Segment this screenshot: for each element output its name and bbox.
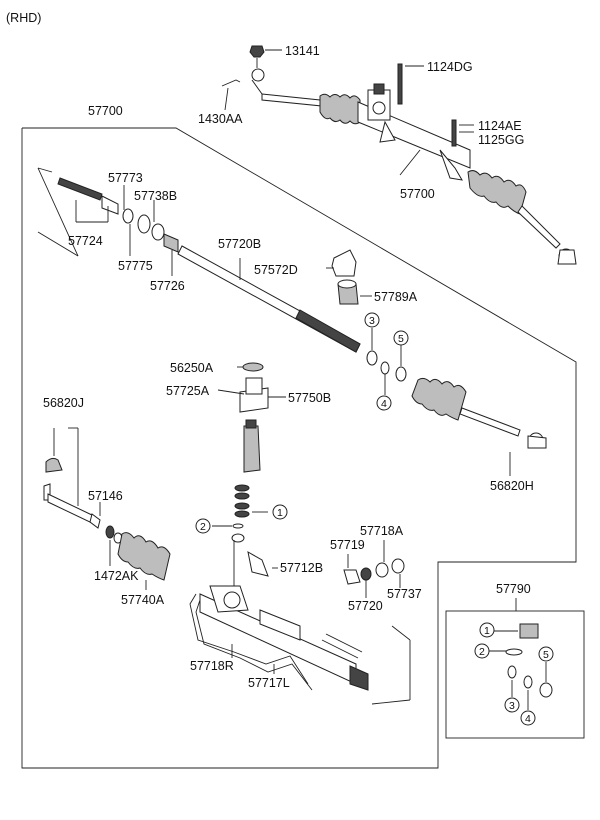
label-57726: 57726 [150, 279, 185, 293]
part-labels: (RHD) 13141 1124DG 1430AA 1124AE 1125GG … [6, 11, 534, 690]
rings-upper [366, 328, 407, 395]
label-57750B: 57750B [288, 391, 331, 405]
label-57725A: 57725A [166, 384, 210, 398]
callout-circles [195, 312, 409, 534]
kit-callout-5: 5 [543, 649, 549, 661]
label-13141: 13141 [285, 44, 320, 58]
label-57718A: 57718A [360, 524, 404, 538]
right-side-parts [343, 540, 405, 598]
right-boot-and-tie-rod [411, 377, 547, 476]
label-57720B: 57720B [218, 237, 261, 251]
callout-1: 1 [277, 507, 283, 519]
label-57572D: 57572D [254, 263, 298, 277]
callout-4: 4 [381, 398, 387, 410]
gear-housing [189, 540, 411, 705]
kit-box [445, 610, 585, 739]
callout-numbers: 3 4 5 1 2 [200, 315, 404, 533]
label-56250A: 56250A [170, 361, 214, 375]
rack-bar [177, 245, 361, 353]
label-57700-box: 57700 [88, 104, 123, 118]
label-57790: 57790 [496, 582, 531, 596]
label-57737: 57737 [387, 587, 422, 601]
label-1430AA: 1430AA [198, 112, 243, 126]
label-56820J: 56820J [43, 396, 84, 410]
label-57724: 57724 [68, 234, 103, 248]
callout-3: 3 [369, 315, 375, 327]
label-57775: 57775 [118, 259, 153, 273]
callout-5: 5 [398, 333, 404, 345]
label-57789A: 57789A [374, 290, 418, 304]
label-57146: 57146 [88, 489, 123, 503]
label-57718R: 57718R [190, 659, 234, 673]
label-56820H: 56820H [490, 479, 534, 493]
label-57738B: 57738B [134, 189, 177, 203]
label-57773: 57773 [108, 171, 143, 185]
pinion-parts [212, 362, 286, 543]
assembly-frame [21, 127, 577, 769]
kit-callout-numbers: 1 2 3 4 5 [479, 625, 549, 725]
variant-label: (RHD) [6, 11, 41, 25]
label-1472AK: 1472AK [94, 569, 139, 583]
left-tie-rod-parts [43, 427, 171, 590]
label-57720: 57720 [348, 599, 383, 613]
kit-callout-1: 1 [484, 625, 490, 637]
kit-callout-3: 3 [509, 700, 515, 712]
label-57712B: 57712B [280, 561, 323, 575]
label-57700-top: 57700 [400, 187, 435, 201]
label-57719: 57719 [330, 538, 365, 552]
kit-parts [474, 598, 554, 726]
label-57717L: 57717L [248, 676, 290, 690]
kit-callout-2: 2 [479, 646, 485, 658]
kit-callout-4: 4 [525, 713, 531, 725]
inner-parts-upper-left [37, 167, 179, 276]
label-1125GG: 1125GG [478, 133, 524, 147]
label-1124AE: 1124AE [478, 119, 522, 133]
top-assembly [221, 45, 577, 265]
callout-2: 2 [200, 521, 206, 533]
label-57740A: 57740A [121, 593, 165, 607]
label-1124DG: 1124DG [427, 60, 473, 74]
clamp-and-bush [326, 249, 372, 305]
